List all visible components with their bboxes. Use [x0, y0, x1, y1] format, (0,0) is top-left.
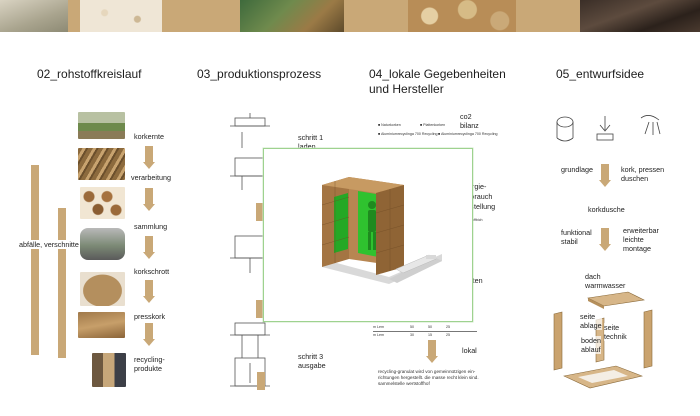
section-title-produktionsprozess: 03_produktionsprozess — [197, 67, 322, 81]
down-arrow-icon — [143, 146, 155, 169]
boden-ablauf-label: boden ablauf — [581, 336, 601, 354]
step-korkschrott: korkschrott — [134, 267, 170, 276]
cork-icon — [556, 116, 574, 128]
funktional-label: funktional stabil — [561, 228, 592, 246]
process-step1-sub: laden — [298, 142, 316, 151]
korkdusche-render — [321, 177, 442, 284]
down-arrow-icon — [599, 228, 611, 251]
kosten-label: sten — [469, 276, 483, 285]
table-divider — [373, 331, 477, 332]
step-presskork: presskork — [134, 312, 166, 321]
legend-naturkorken: ■ Naturkorken — [378, 123, 401, 127]
lokal-label: lokal — [462, 346, 477, 355]
legend-alu-2: ■ Aluminiumrecyclinga 700 Recycling — [438, 132, 498, 136]
table-col: 25 — [446, 325, 450, 329]
step-recycling-produkte: recycling- produkte — [134, 355, 165, 373]
down-arrow-icon — [143, 323, 155, 346]
presskork-photo — [78, 312, 125, 338]
korkdusche-label: korkdusche — [588, 205, 625, 214]
process-arrow-icon — [256, 372, 266, 390]
process-step1-label: schritt 1 — [298, 133, 324, 142]
down-arrow-icon — [426, 340, 438, 363]
table-col: 30 — [410, 333, 414, 337]
cork-granules-photo — [80, 0, 162, 32]
legend-alu-1: ■ Aluminiumrecyclinga 700 Recycling — [378, 132, 438, 136]
idea-icons — [556, 115, 661, 142]
energie-label-3: rstellung — [468, 202, 496, 211]
section-title-entwurfsidee: 05_entwurfsidee — [556, 67, 645, 81]
kork-pressen-label: kork, pressen duschen — [621, 165, 665, 183]
grundlage-label: grundlage — [561, 165, 593, 174]
recycling-products-photo — [92, 353, 126, 387]
cork-pieces-photo — [80, 187, 125, 219]
olive-trees-photo — [78, 112, 125, 139]
cork-bark-photo — [580, 0, 700, 32]
co2-bilanz-label: co2 bilanz — [460, 112, 479, 130]
down-arrow-icon — [143, 280, 155, 303]
table-col: 25 — [446, 333, 450, 337]
legend-plattenkorken: ■ Plattenkorken — [420, 123, 446, 127]
cork-bark-stack-photo — [78, 148, 125, 180]
process-arrow-icon — [255, 203, 265, 221]
cork-stoppers-photo — [408, 0, 516, 32]
down-arrow-icon — [143, 188, 155, 211]
section-title-rohstoffkreislauf: 02_rohstoffkreislauf — [37, 67, 142, 81]
abfaelle-label: abfälle, verschnitte — [17, 240, 81, 249]
step-korkernte: korkernte — [134, 132, 164, 141]
process-arrow-icon — [255, 300, 265, 318]
render-overlay-panel[interactable] — [263, 148, 473, 322]
section-title-gegebenheiten: 04_lokale Gegebenheiten — [369, 67, 506, 81]
collection-bin-photo — [80, 228, 125, 260]
forest-photo — [0, 0, 68, 32]
cork-scrap-photo — [80, 272, 125, 306]
table-col: 50 — [410, 325, 414, 329]
table-col: 15 — [428, 333, 432, 337]
section-title-hersteller: und Hersteller — [369, 82, 444, 96]
cycle-bar-left — [28, 165, 42, 355]
energie-label-2: rbrauch — [468, 192, 493, 201]
process-step3-label: schritt 3 — [298, 352, 324, 361]
exploded-parts-diagram — [553, 291, 653, 389]
seite-ablage-label: seite ablage — [580, 312, 602, 330]
down-arrow-icon — [599, 164, 611, 187]
recycling-note: recycling-granulat wird von gemeinnützig… — [378, 369, 479, 386]
table-row-1: m Lem — [373, 325, 384, 329]
table-row-2: m Lem — [373, 333, 384, 337]
cycle-bar-right — [56, 208, 68, 358]
seite-technik-label: seite technik — [604, 323, 627, 341]
table-col: 50 — [428, 325, 432, 329]
down-arrow-icon — [143, 236, 155, 259]
step-verarbeitung: verarbeitung — [131, 173, 171, 182]
stoff-label: toffbich — [471, 218, 483, 222]
dach-label: dach warmwasser — [585, 272, 626, 290]
step-sammlung: sammlung — [134, 222, 168, 231]
factory-machine-photo — [240, 0, 344, 32]
top-image-strip — [0, 0, 700, 32]
erweiterbar-label: erweiterbar leichte montage — [623, 226, 659, 253]
energie-label-1: ergie- — [468, 182, 487, 191]
process-step3-sub: ausgabe — [298, 361, 326, 370]
